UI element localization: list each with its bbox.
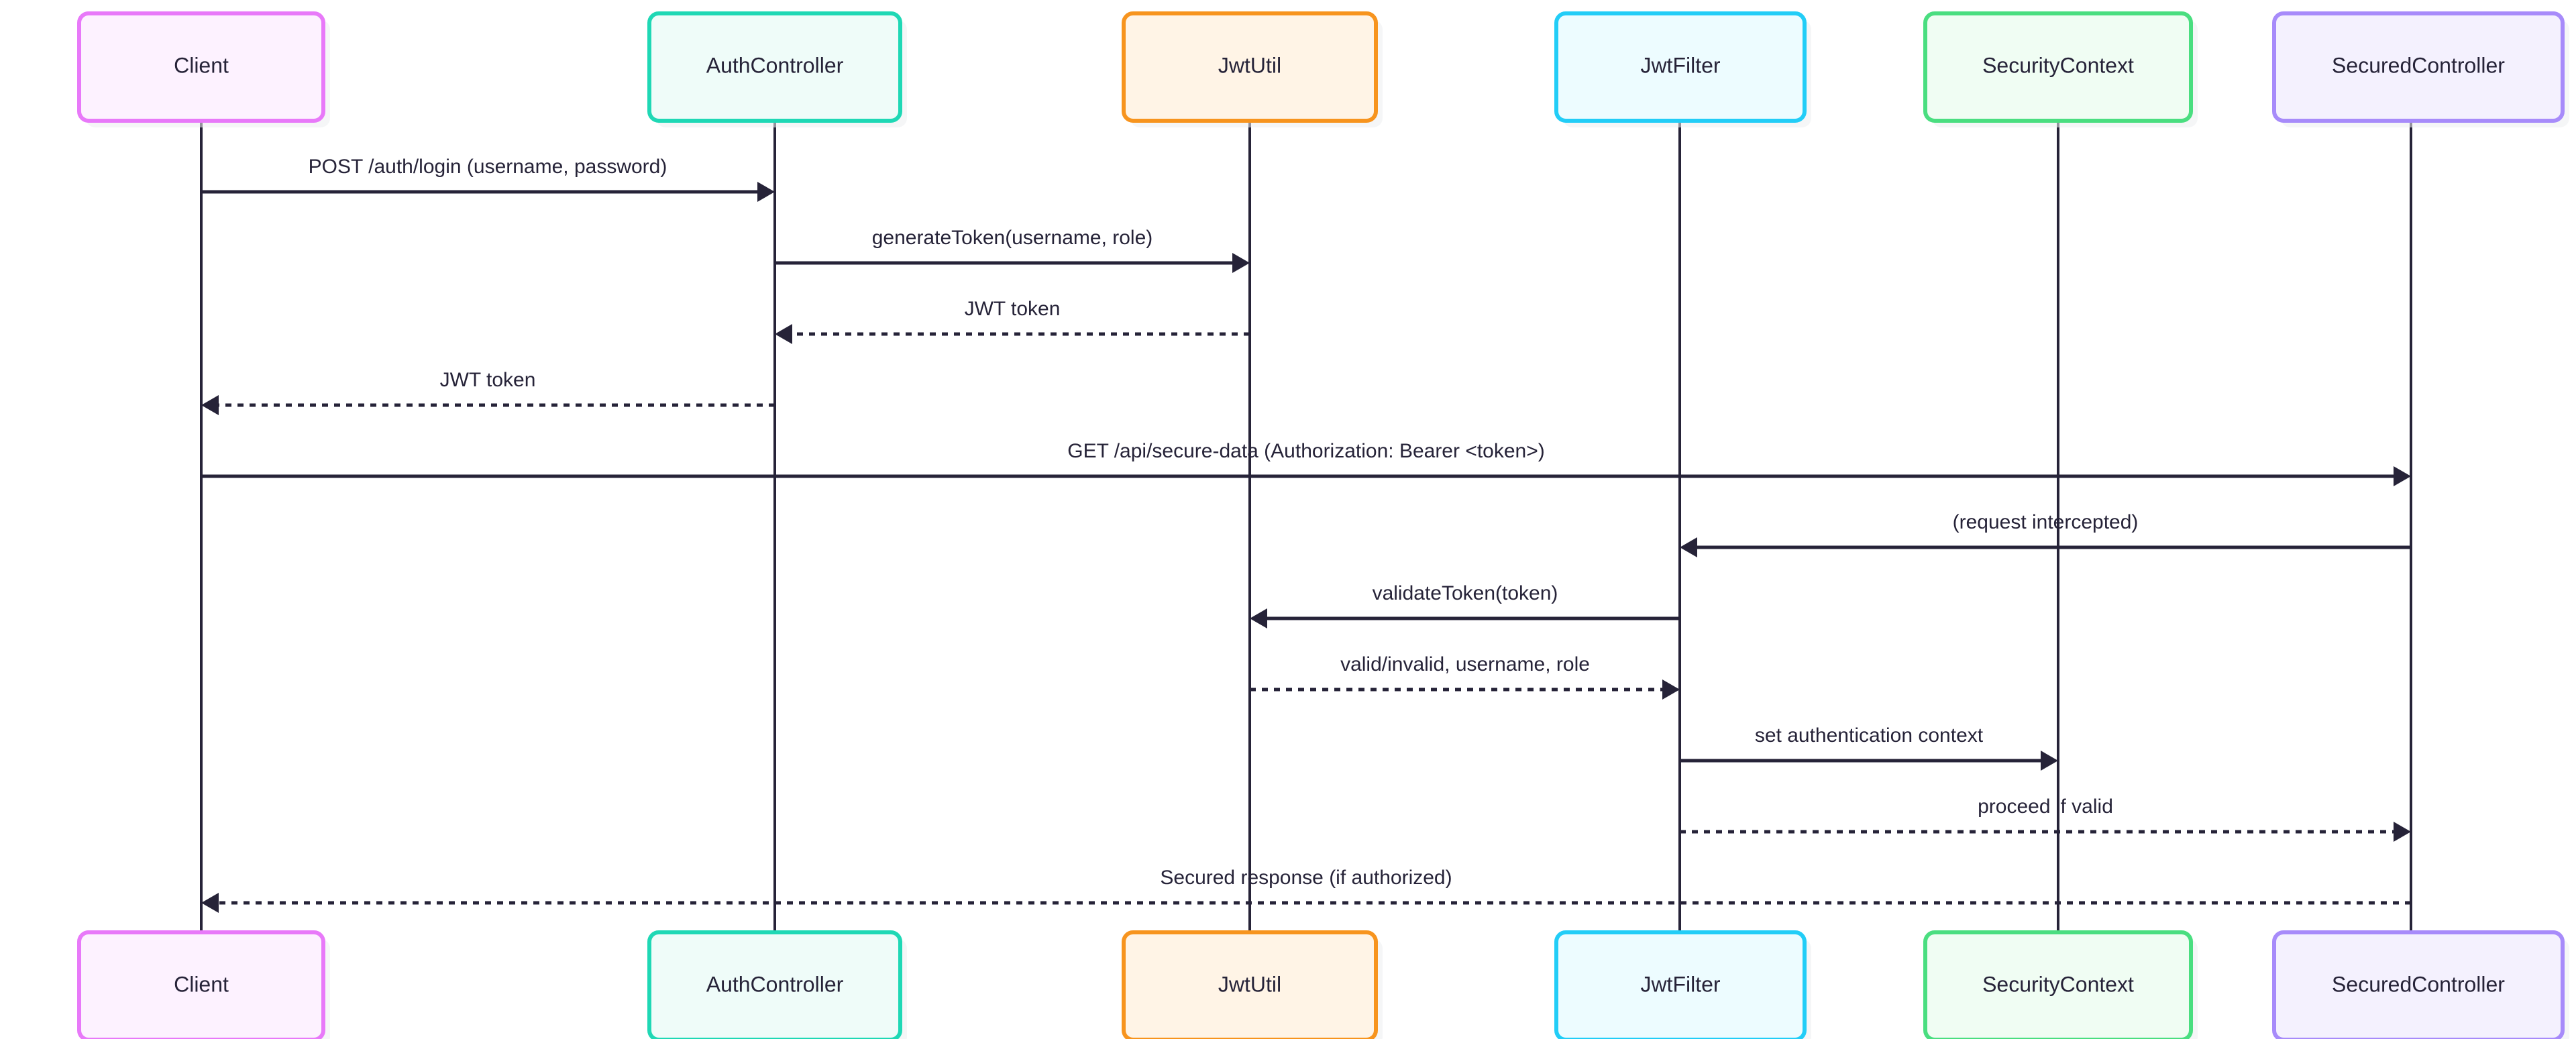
message-7-jwtfilter-to-jwtutil[interactable]: validateToken(token) xyxy=(1250,582,1680,628)
message-arrowhead xyxy=(2394,822,2411,842)
message-arrowhead xyxy=(1250,608,1267,628)
message-label: validateToken(token) xyxy=(1373,582,1558,604)
participant-box[interactable] xyxy=(647,930,902,1039)
message-arrowhead xyxy=(1680,537,1697,557)
message-arrowhead xyxy=(757,182,775,202)
message-arrowhead xyxy=(1232,253,1250,273)
message-10-jwtfilter-to-securedcontroller[interactable]: proceed if valid xyxy=(1680,796,2411,842)
message-label: generateToken(username, role) xyxy=(872,227,1153,249)
message-label: Secured response (if authorized) xyxy=(1160,867,1452,889)
message-arrowhead xyxy=(2394,466,2411,486)
participant-label: SecuredController xyxy=(2332,972,2505,996)
message-label: (request intercepted) xyxy=(1953,511,2139,533)
participant-label: JwtUtil xyxy=(1218,53,1281,77)
participant-bottom-securedcontroller[interactable]: SecuredController xyxy=(2272,930,2569,1039)
participant-box[interactable] xyxy=(647,11,902,123)
message-label: JWT token xyxy=(965,298,1061,320)
participant-box[interactable] xyxy=(1923,11,2193,123)
participant-box[interactable] xyxy=(1554,930,1807,1039)
message-label: valid/invalid, username, role xyxy=(1340,653,1590,675)
message-label: proceed if valid xyxy=(1978,796,2113,818)
actors-bottom-layer: Client AuthController JwtUtil JwtFilter Secu… xyxy=(77,930,2569,1039)
participant-box[interactable] xyxy=(1122,930,1378,1039)
participant-label: AuthController xyxy=(706,972,844,996)
participant-top-securedcontroller[interactable]: SecuredController xyxy=(2272,11,2569,127)
actors-top-layer: Client AuthController JwtUtil JwtFilter Secu… xyxy=(77,11,2569,127)
message-label: POST /auth/login (username, password) xyxy=(309,156,667,178)
message-arrowhead xyxy=(2041,751,2058,771)
participant-box[interactable] xyxy=(1122,11,1378,123)
message-9-jwtfilter-to-securitycontext[interactable]: set authentication context xyxy=(1680,724,2058,771)
participant-label: SecuredController xyxy=(2332,53,2505,77)
message-5-client-to-securedcontroller[interactable]: GET /api/secure-data (Authorization: Bea… xyxy=(201,440,2411,486)
participant-bottom-jwtutil[interactable]: JwtUtil xyxy=(1122,930,1383,1039)
participant-box[interactable] xyxy=(1923,930,2193,1039)
participant-top-jwtutil[interactable]: JwtUtil xyxy=(1122,11,1383,127)
participant-bottom-securitycontext[interactable]: SecurityContext xyxy=(1923,930,2198,1039)
participant-bottom-authcontroller[interactable]: AuthController xyxy=(647,930,907,1039)
message-1-client-to-authcontroller[interactable]: POST /auth/login (username, password) xyxy=(201,156,775,202)
participant-top-securitycontext[interactable]: SecurityContext xyxy=(1923,11,2198,127)
participant-top-jwtfilter[interactable]: JwtFilter xyxy=(1554,11,1811,127)
participant-label: AuthController xyxy=(706,53,844,77)
message-4-authcontroller-to-client[interactable]: JWT token xyxy=(201,369,775,415)
message-label: JWT token xyxy=(440,369,536,391)
participant-label: JwtFilter xyxy=(1640,53,1720,77)
message-6-securedcontroller-to-jwtfilter[interactable]: (request intercepted) xyxy=(1680,511,2411,557)
participant-label: SecurityContext xyxy=(1982,53,2134,77)
message-arrowhead xyxy=(775,324,792,344)
participant-bottom-client[interactable]: Client xyxy=(77,930,330,1039)
message-8-jwtutil-to-jwtfilter[interactable]: valid/invalid, username, role xyxy=(1250,653,1680,700)
message-11-securedcontroller-to-client[interactable]: Secured response (if authorized) xyxy=(201,867,2411,913)
participant-top-client[interactable]: Client xyxy=(77,11,330,127)
participant-box[interactable] xyxy=(2272,11,2565,123)
message-arrowhead xyxy=(1662,679,1680,700)
message-label: GET /api/secure-data (Authorization: Bea… xyxy=(1067,440,1545,462)
message-2-authcontroller-to-jwtutil[interactable]: generateToken(username, role) xyxy=(775,227,1250,273)
participant-top-authcontroller[interactable]: AuthController xyxy=(647,11,907,127)
participant-label: JwtUtil xyxy=(1218,972,1281,996)
participant-box[interactable] xyxy=(77,930,325,1039)
lifelines-layer xyxy=(200,121,2412,932)
participant-label: Client xyxy=(174,972,229,996)
participant-label: SecurityContext xyxy=(1982,972,2134,996)
participant-box[interactable] xyxy=(2272,930,2565,1039)
message-label: set authentication context xyxy=(1755,724,1984,747)
participant-box[interactable] xyxy=(77,11,325,123)
participant-label: JwtFilter xyxy=(1640,972,1720,996)
message-3-jwtutil-to-authcontroller[interactable]: JWT token xyxy=(775,298,1250,344)
messages-layer: POST /auth/login (username, password) gen… xyxy=(201,156,2411,913)
participant-bottom-jwtfilter[interactable]: JwtFilter xyxy=(1554,930,1811,1039)
message-arrowhead xyxy=(201,893,219,913)
participant-label: Client xyxy=(174,53,229,77)
participant-box[interactable] xyxy=(1554,11,1807,123)
message-arrowhead xyxy=(201,395,219,415)
